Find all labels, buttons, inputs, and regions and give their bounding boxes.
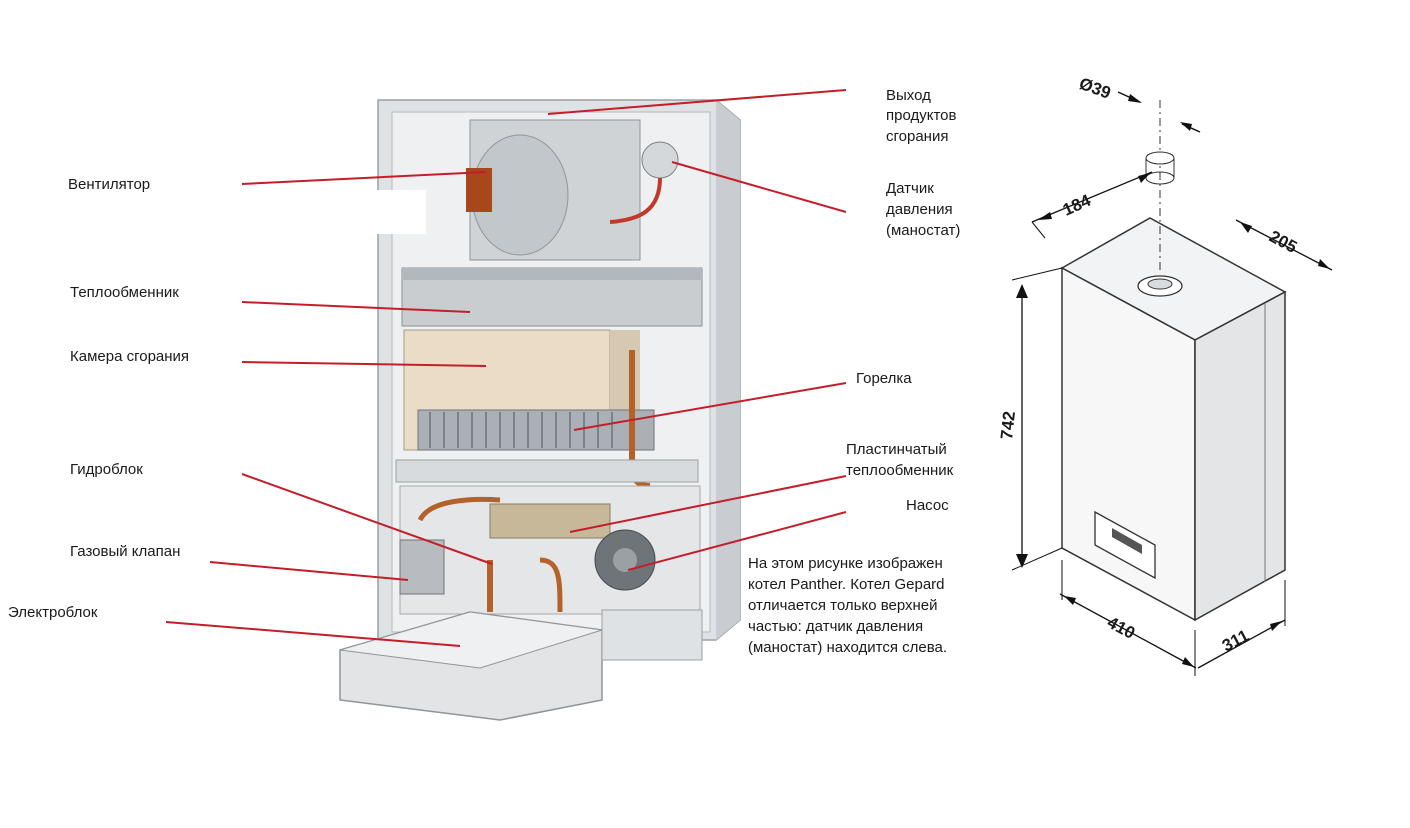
leader-burner: [573, 382, 847, 431]
label-pump: Насос: [906, 497, 949, 514]
label-flue-outlet-line-1: Выход: [886, 87, 931, 104]
note-line: На этом рисунке изображен: [748, 555, 943, 572]
label-gas-valve: Газовый клапан: [70, 543, 181, 560]
leader-pump: [627, 511, 847, 571]
label-plate-heat-exchanger-line-2: теплообменник: [846, 462, 954, 479]
plate-heat-exchanger-part: [489, 503, 611, 539]
label-flue-outlet-line-2: продуктов: [886, 107, 957, 124]
label-heat-exchanger: Теплообменник: [70, 284, 179, 301]
note-line: котел Panther. Котел Gepard: [748, 576, 945, 593]
leader-gas-valve: [209, 561, 409, 581]
fan-motor: [466, 168, 492, 212]
label-pressure-sensor-line-3: (маностат): [886, 222, 961, 239]
note-line: частью: датчик давления: [748, 618, 924, 635]
leader-heat-exchanger: [241, 301, 471, 313]
leader-hydro-block: [241, 473, 493, 565]
leader-pressure-sensor: [671, 161, 847, 213]
label-flue-outlet-line-3: сгорания: [886, 128, 949, 145]
leader-combustion-chamber: [241, 361, 487, 367]
note-line: (маностат) находится слева.: [748, 639, 948, 656]
leader-ventilator: [241, 171, 487, 185]
dim-height: 742: [997, 410, 1019, 440]
leader-flue-outlet: [547, 89, 847, 115]
leader-plate-heat-exchanger: [569, 475, 847, 533]
label-hydro-block: Гидроблок: [70, 461, 143, 478]
leader-electro-block: [165, 621, 461, 647]
label-electro-block: Электроблок: [8, 604, 98, 621]
label-burner: Горелка: [856, 370, 912, 387]
label-combustion-chamber: Камера сгорания: [70, 348, 190, 365]
label-pressure-sensor-line-1: Датчик: [886, 180, 934, 197]
label-plate-heat-exchanger-line-1: Пластинчатый: [846, 441, 947, 458]
label-pressure-sensor-line-2: давления: [886, 201, 953, 218]
gas-valve-part: [399, 539, 445, 595]
label-ventilator: Вентилятор: [68, 176, 151, 193]
note-line: отличается только верхней: [748, 597, 938, 614]
